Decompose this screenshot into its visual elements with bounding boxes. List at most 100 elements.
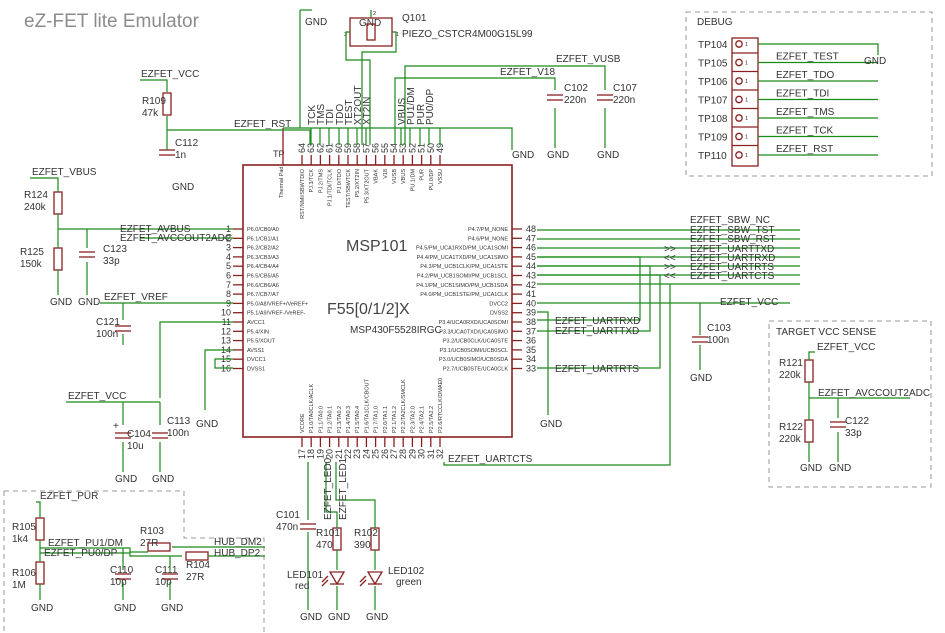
vcc-net-label-right: EZFET_VCC — [720, 297, 778, 308]
mcu-top-pin-number: 50 — [426, 143, 436, 153]
mcu-top-pin-number: 51 — [417, 143, 427, 153]
mcu-right-pin-number: 45 — [526, 252, 536, 262]
ref-r101: R101 — [316, 528, 340, 539]
mcu-right-pin-number: 41 — [526, 289, 536, 299]
debug-header-body — [731, 37, 759, 167]
vusb-wire — [404, 65, 606, 145]
mcu-bottom-pin-function: P2.1/TA1.2 — [392, 406, 398, 433]
mcu-right-pin-number: 38 — [526, 317, 536, 327]
mcu-left-pin-function: P5.4/XIN — [247, 329, 269, 335]
v18-net-label: EZFET_V18 — [500, 67, 555, 78]
led-led101-emit-2 — [321, 579, 329, 587]
resistor-r125 — [53, 247, 63, 271]
vbus-net-label: EZFET_VBUS — [32, 167, 97, 178]
avbus-net-label: EZFET_AVBUS — [120, 224, 191, 235]
debug-title: DEBUG — [697, 17, 733, 28]
mcu-top-pin-function: VBUS — [401, 169, 407, 184]
target-vcc-sense-frame — [768, 320, 932, 488]
debug-testpoint-pin: 1 — [745, 79, 748, 85]
mcu-right-pin-number: 42 — [526, 280, 536, 290]
ref-led102: LED102 — [388, 566, 425, 577]
ref-c104: C104 — [127, 429, 151, 440]
debug-testpoint-pad — [735, 132, 743, 141]
led0-net-label: EZFET_LED0 — [323, 457, 334, 520]
gnd-label-c112: GND — [172, 182, 194, 193]
mcu-right-pin-function: P3.4/UCA0RXD/UCA0SOMI — [439, 320, 509, 326]
mcu-bottom-pin-function: P2.4/TA2.1 — [420, 406, 426, 433]
mcu-bottom-pin-function: P1.7/TA1.0 — [374, 406, 380, 433]
mcu-right-pin-number: 43 — [526, 271, 536, 281]
value-led101: red — [295, 581, 309, 592]
mcu-bottom-pin-function: P1.0/TA0CLK/ACLK — [309, 384, 315, 433]
thermal-pad-label: TP — [273, 149, 285, 159]
mcu-top-pin-number: 64 — [297, 143, 307, 153]
uartrts-label: EZFET_UARTRTS — [690, 262, 774, 273]
uartrts-arrow: >> — [664, 262, 676, 273]
mcu-name: MSP101 — [346, 238, 407, 255]
mcu-top-pin-number: 63 — [306, 143, 316, 153]
vcc-net-label-sense: EZFET_VCC — [817, 342, 875, 353]
led0-wire — [325, 462, 338, 528]
vcc-net-label-top: EZFET_VCC — [141, 69, 199, 80]
mcu-bottom-pin-function: P2.0/TA1.1 — [383, 406, 389, 433]
ref-r122: R122 — [779, 422, 803, 433]
mcu-bottom-pin-function: P1.5/TA0.4 — [355, 406, 361, 433]
mcu-top-pin-function: VSSU — [438, 169, 444, 184]
mcu-top-pin-number: 61 — [325, 143, 335, 153]
resistor-r104 — [185, 551, 209, 561]
mcu-top-pin-number: 52 — [407, 143, 417, 153]
mcu-bottom-pin-number: 20 — [325, 449, 335, 459]
value-c122: 33p — [845, 428, 862, 439]
mcu-top-pin-function: PJ.1/TDI/TCLK — [328, 169, 334, 206]
hub-dp2-label: HUB_DP2 — [214, 548, 261, 559]
mcu-bottom-pin-number: 17 — [297, 449, 307, 459]
mcu-left-pin-function: P6.7/CB7/A7 — [247, 292, 279, 298]
debug-testpoint-pad — [735, 58, 743, 67]
v18-wire — [394, 77, 556, 145]
debug-testpoint-ref: TP108 — [698, 114, 728, 125]
value-c112: 1n — [175, 150, 186, 161]
led1-wire — [335, 462, 376, 528]
debug-testpoint-ref: TP110 — [698, 151, 727, 162]
value-r101: 470 — [316, 540, 333, 551]
vusb-net-label: EZFET_VUSB — [556, 54, 621, 65]
mcu-top-pin-function: PJ.0/TDO — [337, 168, 343, 193]
top-net-label: TDO — [335, 104, 346, 125]
mcu-right-pin-function: P3.2/UCB0CLK/UCA0STE — [443, 339, 508, 345]
ref-c123: C123 — [103, 244, 127, 255]
mcu-left-pin-function: AVSS1 — [247, 348, 264, 354]
q101-pin1-num: 1 — [396, 32, 399, 38]
gnd-label-top: GND — [305, 17, 327, 28]
mcu-left-pin-function: P6.4/CB4/A4 — [247, 264, 279, 270]
mcu-left-pin-function: P5.5/XOUT — [247, 339, 276, 345]
mcu-top-pin-number: 62 — [315, 143, 325, 153]
mcu-bottom-pin-number: 31 — [426, 449, 436, 459]
mcu-left-pin-number: 5 — [226, 261, 231, 271]
avccout-sense-label: EZFET_AVCCOUT2ADC — [818, 388, 930, 399]
ref-r102: R102 — [354, 528, 378, 539]
mcu-top-pin-function: PU.0/DP — [429, 169, 435, 191]
sbw-nc-label: EZFET_SBW_NC — [690, 215, 770, 226]
gnd-label-c122: GND — [829, 463, 851, 474]
resistor-r103 — [147, 542, 171, 552]
mcu-left-pin-function: P6.1/CB1/A1 — [247, 236, 279, 242]
gnd-label-avss: GND — [196, 419, 218, 430]
mcu-left-pin-function: P6.0/CB0/A0 — [247, 227, 279, 233]
debug-testpoint-pin: 1 — [745, 135, 748, 141]
debug-net-label: EZFET_RST — [776, 144, 833, 155]
value-r121: 220k — [779, 370, 802, 381]
value-c121: 100n — [96, 329, 118, 340]
gnd-label-c103: GND — [690, 373, 712, 384]
mcu-left-pin-function: AVCC1 — [247, 320, 265, 326]
debug-net-label: EZFET_TCK — [776, 126, 834, 137]
dvcc1-dvss1-wire — [214, 358, 233, 369]
q101-crystal — [366, 23, 376, 41]
top-net-label: PUR — [416, 104, 427, 125]
gnd-label-led102: GND — [366, 612, 388, 623]
resistor-r109 — [162, 92, 172, 116]
mcu-left-pin-number: 4 — [226, 252, 231, 262]
mcu-right-pin-number: 46 — [526, 243, 536, 253]
q101-ref: Q101 — [402, 13, 427, 24]
ref-c101: C101 — [276, 510, 300, 521]
led1-net-label: EZFET_LED1 — [338, 457, 349, 520]
